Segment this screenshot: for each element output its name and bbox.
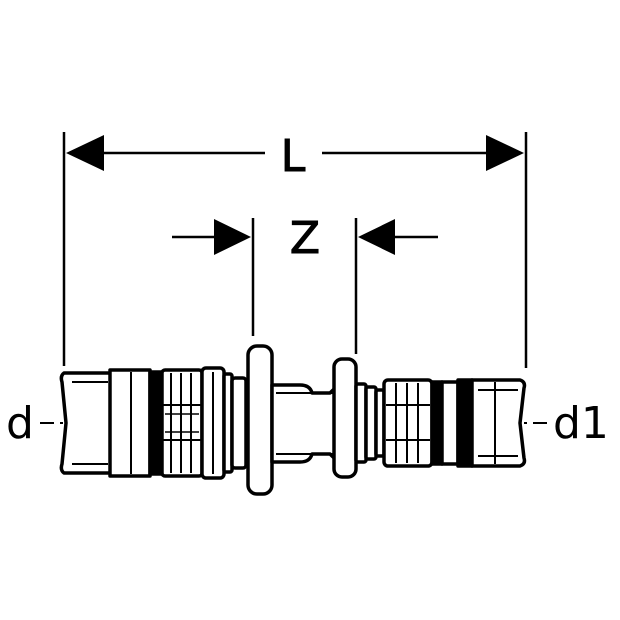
middle-body: [270, 383, 342, 464]
right-cutting-ring: [382, 378, 434, 468]
left-cutting-ring: [160, 368, 204, 478]
arrow-left-icon: [66, 135, 104, 171]
left-flange: [246, 344, 274, 496]
left-grip-ring: [148, 370, 164, 476]
fitting-body: [59, 344, 527, 496]
right-pipe-end: [470, 378, 527, 468]
arrow-z-left-icon: [214, 219, 251, 255]
dimension-label-Z: Z: [290, 213, 320, 264]
right-flange: [332, 357, 358, 479]
left-pipe-end: [59, 371, 116, 475]
arrow-right-icon: [486, 135, 524, 171]
diameter-label-d: d: [6, 398, 34, 449]
dimension-Z: Z: [172, 213, 438, 354]
arrow-z-right-icon: [358, 219, 395, 255]
dimension-label-L: L: [281, 131, 306, 182]
dimension-L: L: [62, 131, 528, 368]
diameter-label-d1: d1: [553, 398, 609, 449]
